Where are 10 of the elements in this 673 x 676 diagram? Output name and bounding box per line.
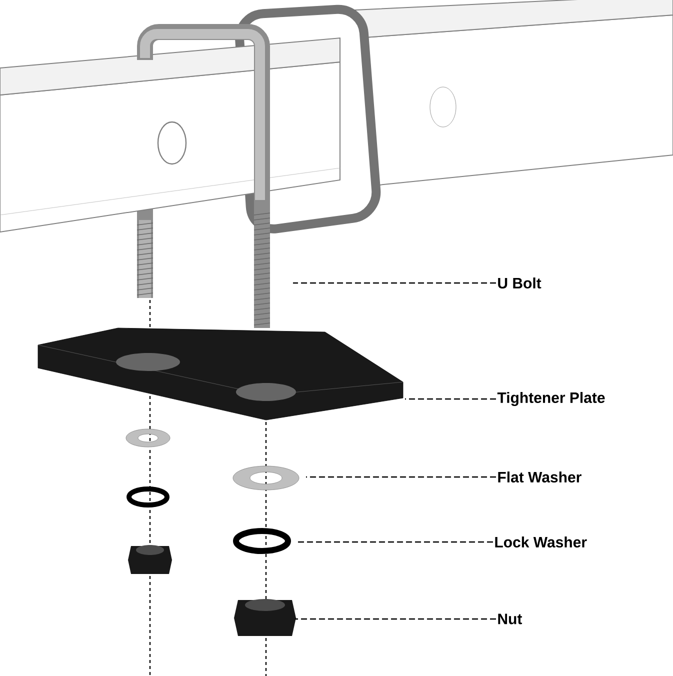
part-label: Flat Washer [498, 472, 582, 482]
leader-line [293, 282, 496, 284]
part-label: Nut [498, 614, 522, 624]
leader-line [306, 476, 496, 478]
leader-line [295, 618, 496, 620]
part-label: Tightener Plate [497, 392, 605, 406]
part-label: U Bolt [498, 278, 542, 288]
part-label: Lock Washer [495, 536, 587, 548]
leader-line [295, 541, 493, 543]
leader-line [405, 398, 496, 400]
